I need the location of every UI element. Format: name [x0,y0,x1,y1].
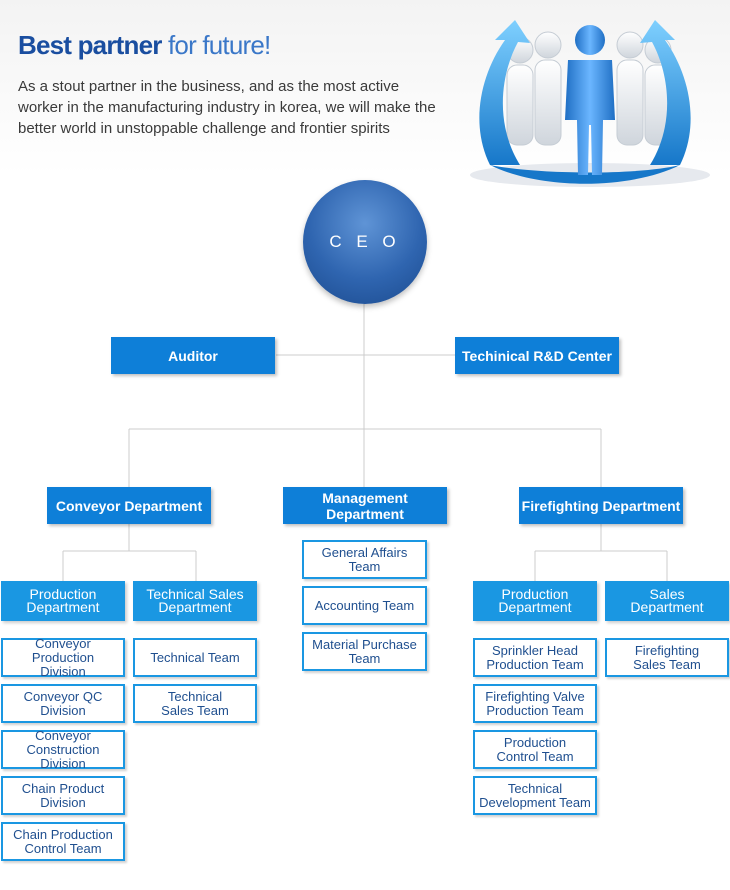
firefighting-sales-department-box: Sales Department [605,581,729,621]
conveyor-production-department-box: Production Department [1,581,125,621]
page-title: Best partner for future! [18,30,271,61]
team-box: Chain Production Control Team [1,822,125,861]
firefighting-department-box: Firefighting Department [519,487,683,524]
title-rest: for future! [161,30,271,60]
team-box: Accounting Team [302,586,427,625]
team-box: Firefighting Valve Production Team [473,684,597,723]
team-box: Material Purchase Team [302,632,427,671]
team-box: Technical Development Team [473,776,597,815]
team-box: Conveyor Production Division [1,636,125,678]
team-box: General Affairs Team [302,540,427,579]
team-box: Conveyor Construction Division [1,728,125,770]
rd-center-box: Techinical R&D Center [455,337,619,374]
team-box: Production Control Team [473,730,597,769]
partner-people-illustration [470,20,710,187]
intro-text: As a stout partner in the business, and … [18,78,436,137]
conveyor-department-box: Conveyor Department [47,487,211,524]
management-department-box: Management Department [283,487,447,524]
firefighting-production-department-box: Production Department [473,581,597,621]
ceo-node: C E O [303,180,427,304]
team-box: Firefighting Sales Team [605,638,729,677]
team-box: Technical Sales Team [133,684,257,723]
team-box: Chain Product Division [1,776,125,815]
title-bold: Best partner [18,30,162,60]
conveyor-technical-sales-department-box: Technical Sales Department [133,581,257,621]
team-box: Technical Team [133,638,257,677]
team-box: Conveyor QC Division [1,684,125,723]
auditor-box: Auditor [111,337,275,374]
team-box: Sprinkler Head Production Team [473,638,597,677]
